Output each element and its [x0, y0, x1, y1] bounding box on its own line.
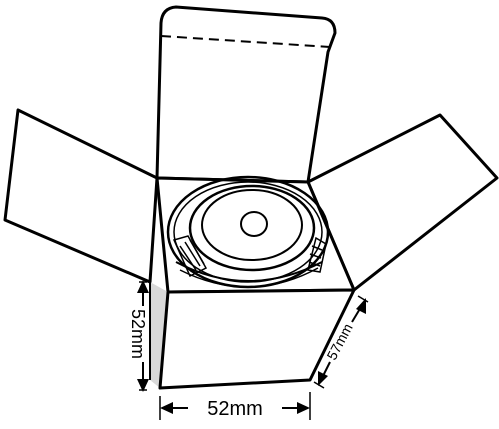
- device-grip-left: [172, 235, 208, 278]
- dimension-left-height: 52mm: [128, 280, 149, 392]
- dimension-bottom-width: 52mm: [159, 392, 311, 420]
- top-flap: [155, 5, 337, 184]
- left-flap: [3, 108, 159, 284]
- dimension-bottom-label: 52mm: [207, 398, 263, 420]
- device-grip-right: [307, 236, 327, 273]
- device-in-box: [166, 175, 330, 289]
- box-front-face: [158, 288, 356, 390]
- box-inner-shadow: [150, 282, 168, 388]
- dimension-left-label: 52mm: [128, 309, 148, 359]
- top-flap-fold-line: [160, 35, 331, 48]
